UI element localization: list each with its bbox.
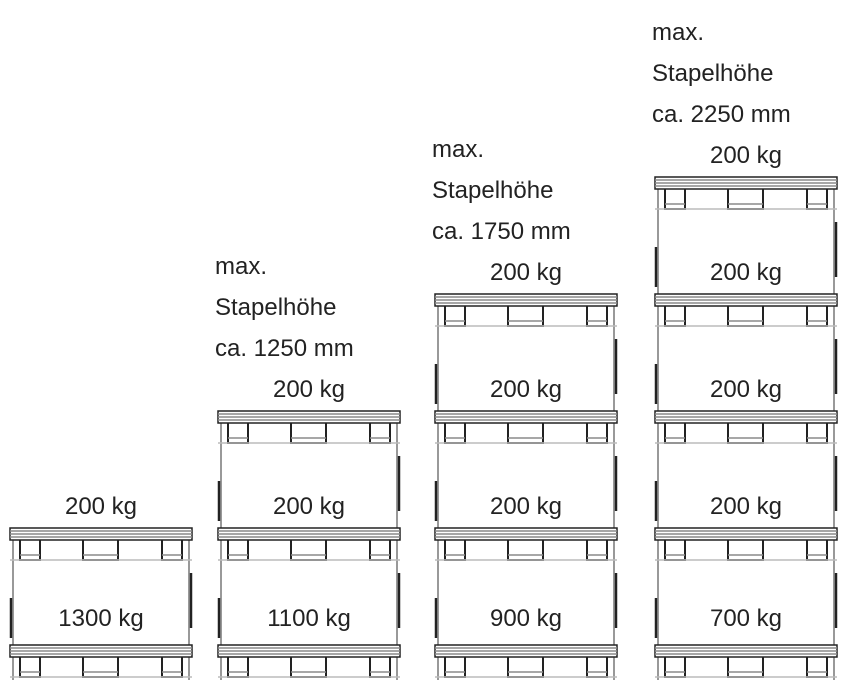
pallet: [654, 644, 838, 678]
load-label: 200 kg: [489, 493, 563, 520]
max-stack-height-label: max. Stapelhöhe ca. 1250 mm: [215, 246, 354, 369]
pallet: [9, 527, 193, 561]
heading-line: Stapelhöhe: [652, 60, 774, 87]
pallet: [217, 410, 401, 444]
load-label: 200 kg: [272, 493, 346, 520]
load-label: 1300 kg: [58, 605, 144, 632]
heading-line: max.: [652, 19, 705, 46]
pallet: [654, 410, 838, 444]
load-label: 200 kg: [709, 142, 783, 169]
max-stack-height-label: max. Stapelhöhe ca. 2250 mm: [652, 12, 791, 135]
stack-1: [9, 527, 193, 680]
load-label: 200 kg: [489, 376, 563, 403]
stack-2: [217, 410, 401, 680]
pallet: [434, 644, 618, 678]
load-label: 200 kg: [489, 259, 563, 286]
pallet: [434, 293, 618, 327]
pallet: [434, 410, 618, 444]
load-label: 200 kg: [709, 259, 783, 286]
load-label: 700 kg: [709, 605, 783, 632]
heading-line: ca. 2250 mm: [652, 101, 791, 128]
pallet: [654, 176, 838, 210]
pallet: [434, 527, 618, 561]
stack-4: [654, 176, 838, 680]
load-label: 200 kg: [272, 376, 346, 403]
heading-line: Stapelhöhe: [432, 177, 554, 204]
load-label: 200 kg: [709, 376, 783, 403]
max-stack-height-label: max. Stapelhöhe ca. 1750 mm: [432, 129, 571, 252]
heading-line: ca. 1750 mm: [432, 218, 571, 245]
pallet: [9, 644, 193, 678]
load-label: 200 kg: [64, 493, 138, 520]
load-label: 200 kg: [709, 493, 783, 520]
pallet: [654, 293, 838, 327]
heading-line: ca. 1250 mm: [215, 335, 354, 362]
load-label: 900 kg: [489, 605, 563, 632]
pallet: [654, 527, 838, 561]
pallet: [217, 644, 401, 678]
heading-line: max.: [215, 253, 268, 280]
heading-line: max.: [432, 136, 485, 163]
stack-3: [434, 293, 618, 680]
pallet: [217, 527, 401, 561]
load-label: 1100 kg: [267, 605, 351, 632]
heading-line: Stapelhöhe: [215, 294, 337, 321]
